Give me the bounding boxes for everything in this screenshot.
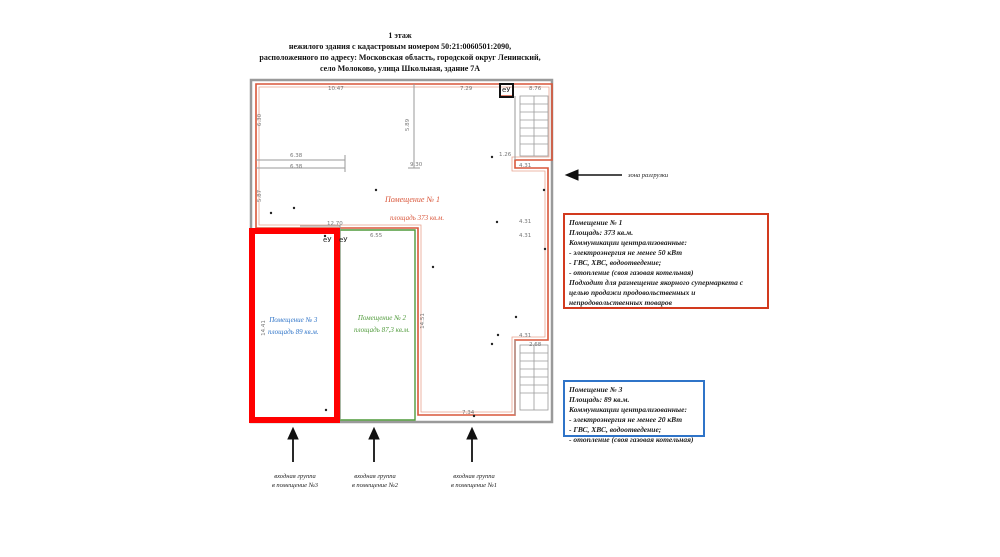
dimension-label: 8.76 — [529, 86, 542, 92]
stairs-top — [519, 95, 549, 157]
electrical-panel-box — [499, 83, 514, 98]
info-line: Площадь: 373 кв.м. — [569, 228, 634, 237]
title-line-3: расположенного по адресу: Московская обл… — [259, 53, 541, 62]
dimension-label: 2.68 — [529, 342, 542, 348]
entrance-arrows — [287, 426, 478, 462]
dimension-label: 1.26 — [499, 152, 512, 158]
entrance-line: входная группа — [354, 473, 396, 480]
entrance-line: в помещение №3 — [271, 482, 319, 489]
eu-marker: еУ — [502, 86, 511, 94]
room-3-name: Помещение № 3 — [269, 316, 318, 324]
info-line: Подходит для размещение якорного суперма… — [569, 278, 744, 287]
column-markers — [269, 155, 547, 418]
room-1-outline — [255, 83, 553, 416]
room-1-inner-outline — [258, 86, 550, 413]
info-line: непродовольственных товаров — [569, 298, 672, 307]
entrance-line: входная группа — [274, 473, 316, 480]
dimension-label: 4.31 — [519, 333, 532, 339]
entrance-label-room-3: входная группа в помещение №3 — [267, 472, 323, 490]
dimension-label: 4.31 — [519, 219, 532, 225]
room-1-label: Помещение № 1 — [385, 194, 440, 206]
info-line: - отопление (своя газовая котельная) — [569, 268, 694, 277]
dimension-label: 6.38 — [290, 153, 303, 159]
dimension-label: 6.38 — [290, 164, 303, 170]
entrance-label-room-2: входная группа в помещение №2 — [347, 472, 403, 490]
unloading-arrow — [564, 169, 622, 181]
dimension-label: 5.87 — [257, 189, 264, 203]
info-line: - ГВС, ХВС, водоотведение; — [569, 425, 662, 434]
dimension-label: 7.34 — [462, 410, 475, 416]
room-3-label: Помещение № 3 площадь 89 кв.м. — [268, 314, 319, 338]
dimension-label: 9.30 — [410, 162, 423, 168]
info-line: - электроэнергия не менее 50 кВт — [569, 248, 683, 257]
room-3-info-box: Помещение № 3 Площадь: 89 кв.м. Коммуник… — [563, 380, 705, 444]
room-2-label: Помещение № 2 площадь 87,3 кв.м. — [354, 312, 410, 336]
room-3-area: площадь 89 кв.м. — [268, 328, 319, 336]
entrance-line: в помещение №2 — [351, 482, 399, 489]
entrance-line: в помещение №1 — [450, 482, 498, 489]
interior-walls — [256, 84, 516, 420]
info-line: целью продажи продовольственных и — [569, 288, 696, 297]
dimension-label: 7.29 — [460, 86, 473, 92]
room-1-area: площадь 373 кв.м. — [390, 214, 445, 222]
outer-walls — [249, 78, 554, 424]
info-line: Помещение № 1 — [569, 218, 623, 227]
title-line-1: 1 этаж — [388, 31, 412, 40]
dimension-label: 14.51 — [419, 313, 426, 329]
dimension-label: 10.47 — [328, 86, 344, 92]
unloading-zone-label: зона разгрузки — [628, 172, 669, 179]
plan-title: 1 этаж нежилого здания с кадастровым ном… — [230, 30, 570, 74]
dimension-label: 5.89 — [405, 118, 412, 132]
eu-marker: еУ — [339, 236, 348, 244]
info-line: Коммуникации централизованные: — [569, 405, 687, 414]
info-line: - отопление (своя газовая котельная) — [569, 435, 694, 444]
info-line: Помещение № 3 — [569, 385, 623, 394]
eu-marker: еУ — [323, 236, 332, 244]
entrance-label-room-1: входная группа в помещение №1 — [446, 472, 502, 490]
dimension-label: 4.31 — [519, 233, 532, 239]
room-1-name: Помещение № 1 — [385, 195, 440, 204]
info-line: Площадь: 89 кв.м. — [569, 395, 630, 404]
dimension-label: 12.70 — [327, 221, 343, 227]
dimension-label: 4.31 — [519, 163, 532, 169]
dimension-label: 6.55 — [370, 233, 383, 239]
stairs-bottom — [519, 344, 549, 411]
info-line: - электроэнергия не менее 20 кВт — [569, 415, 683, 424]
room-3-highlight — [249, 228, 340, 423]
room-2-name: Помещение № 2 — [357, 314, 406, 322]
dimension-label: 6.30 — [257, 113, 264, 127]
info-line: Коммуникации централизованные: — [569, 238, 687, 247]
title-line-2: нежилого здания с кадастровым номером 50… — [288, 42, 512, 51]
info-line: - ГВС, ХВС, водоотведение; — [569, 258, 662, 267]
entrance-line: входная группа — [453, 473, 495, 480]
title-line-4: село Молоково, улица Школьная, здание 7А — [319, 64, 481, 73]
dimension-label: 14.41 — [260, 320, 267, 336]
room-2-area: площадь 87,3 кв.м. — [354, 326, 410, 334]
room-1-info-box: Помещение № 1 Площадь: 373 кв.м. Коммуни… — [563, 213, 769, 309]
